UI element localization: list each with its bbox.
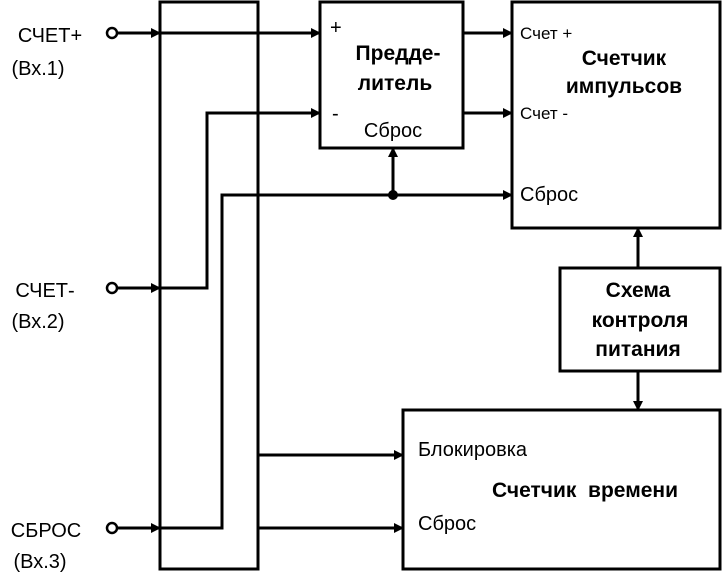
pulse-counter-title-line2: импульсов [566,75,682,98]
time-counter-title: Счетчик времени [492,479,678,502]
input-bus-block [158,0,260,571]
time-counter-reset-label: Сброс [418,513,476,535]
time-counter-block [401,408,722,571]
prescaler-block [318,0,465,150]
input-terminal-count-minus [105,281,119,295]
prescaler-minus-label: - [332,103,339,125]
pulse-counter-title-line1: Счетчик [582,47,667,70]
power-control-block [558,266,722,373]
wire-count-minus-to-prescaler [160,108,321,290]
prescaler-reset-label: Сброс [364,120,422,142]
prescaler-title-line2: литель [358,72,433,95]
pulse-counter-count-plus-label: Счет + [520,24,572,43]
pulse-counter-count-minus-label: Счет - [520,104,568,123]
input-label-count-plus: СЧЕТ+ [18,25,82,47]
power-control-line1: Схема [606,279,671,302]
input-terminal-reset [105,521,119,535]
prescaler-title-line1: Предде- [356,42,441,65]
pulse-counter-block [510,0,722,230]
input-label-reset: СБРОС [11,520,81,542]
wire-reset-bus [160,190,513,530]
input-terminal-count-plus [105,26,119,40]
power-control-line3: питания [595,338,680,361]
junction-dot [388,190,398,200]
input-sublabel-reset: (Вх.3) [13,551,66,572]
time-counter-block-label: Блокировка [418,439,528,461]
prescaler-plus-label: + [330,17,342,39]
power-control-line2: контроля [592,309,689,332]
input-sublabel-count-plus: (Вх.1) [11,58,64,80]
input-label-count-minus: СЧЕТ- [15,280,74,302]
input-sublabel-count-minus: (Вх.2) [11,311,64,333]
pulse-counter-reset-label: Сброс [520,184,578,206]
